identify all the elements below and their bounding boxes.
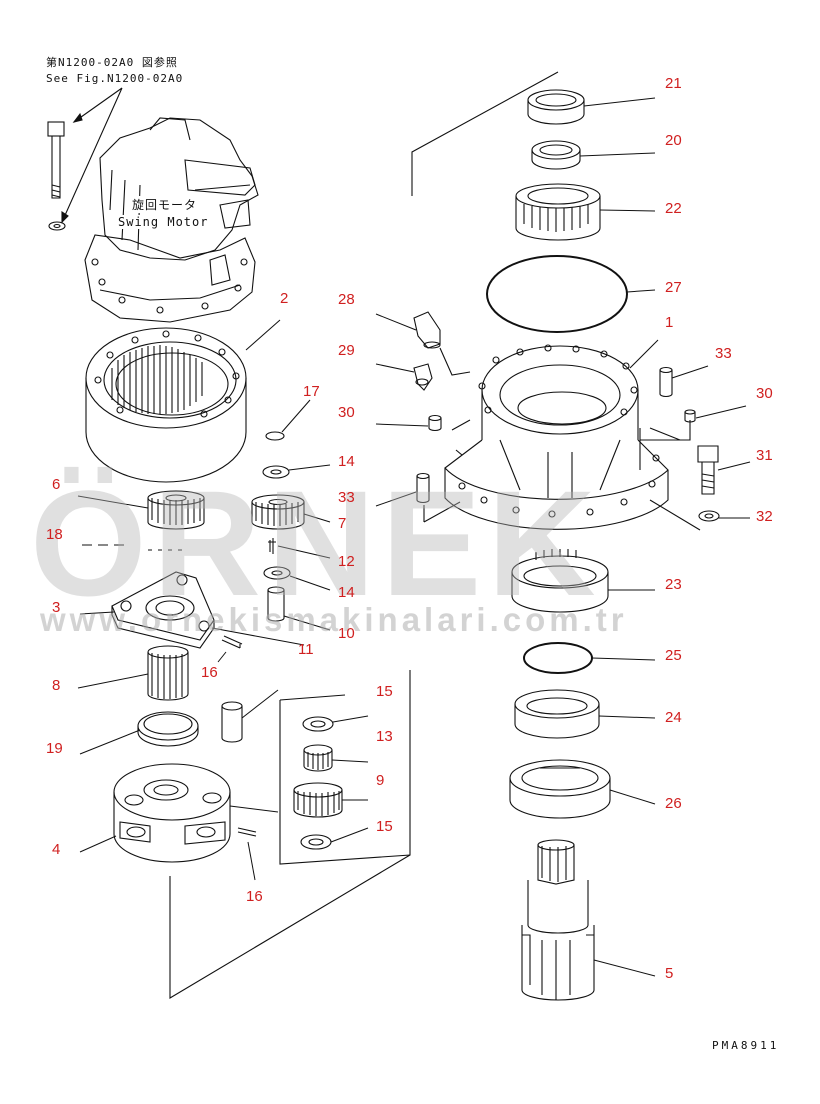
callout-4: 4 bbox=[52, 841, 61, 858]
callout-5: 5 bbox=[665, 965, 674, 982]
thrust-washer-part-14 bbox=[262, 465, 290, 479]
callout-10: 10 bbox=[338, 625, 355, 642]
callout-26: 26 bbox=[665, 795, 682, 812]
callout-18: 18 bbox=[46, 526, 63, 543]
sun-gear-part-8 bbox=[147, 645, 189, 701]
callout-21: 21 bbox=[665, 75, 682, 92]
callout-25: 25 bbox=[665, 647, 682, 664]
motor-label-en: Swing Motor bbox=[118, 215, 209, 229]
o-ring-part-25 bbox=[523, 642, 593, 674]
pin-part-16b bbox=[237, 827, 257, 837]
reference-bolt bbox=[47, 87, 123, 231]
callout-30-right: 30 bbox=[756, 385, 773, 402]
housing-part-1 bbox=[444, 344, 669, 530]
callout-8: 8 bbox=[52, 677, 61, 694]
figure-reference-en: See Fig.N1200-02A0 bbox=[46, 72, 184, 85]
callout-23: 23 bbox=[665, 576, 682, 593]
spring-pin-part-12 bbox=[268, 538, 276, 554]
bolt-part-31 bbox=[697, 445, 719, 495]
callout-27: 27 bbox=[665, 279, 682, 296]
figure-reference-jp: 第N1200-02A0 図参照 bbox=[46, 56, 178, 69]
callout-9: 9 bbox=[376, 772, 385, 789]
callout-6: 6 bbox=[52, 476, 61, 493]
pinion-shaft-part-5 bbox=[521, 839, 595, 1001]
callout-11: 11 bbox=[298, 641, 314, 658]
callout-33-left: 33 bbox=[338, 489, 355, 506]
callout-7: 7 bbox=[338, 515, 347, 532]
elbow-part-28 bbox=[413, 311, 441, 349]
callout-31: 31 bbox=[756, 447, 773, 464]
carrier-part-3 bbox=[111, 571, 215, 649]
watermark-brand: ÖRNEK bbox=[30, 459, 602, 627]
carrier-part-4 bbox=[113, 763, 231, 863]
drawing-code: PMA8911 bbox=[712, 1039, 780, 1052]
callout-3: 3 bbox=[52, 599, 61, 616]
pin-part-10 bbox=[267, 586, 285, 622]
watermark-url: www.ornekismakinalari.com.tr bbox=[40, 601, 628, 638]
ring-gear-part-26 bbox=[509, 759, 611, 819]
callout-20: 20 bbox=[665, 132, 682, 149]
collar-part-24 bbox=[514, 689, 600, 739]
callout-28: 28 bbox=[338, 291, 355, 308]
callout-16-top: 16 bbox=[201, 664, 218, 681]
leader-lines bbox=[77, 97, 751, 977]
thrust-washer-part-15b bbox=[300, 834, 332, 850]
callout-13: 13 bbox=[376, 728, 393, 745]
callout-2: 2 bbox=[280, 290, 289, 307]
callout-22: 22 bbox=[665, 200, 682, 217]
pin-part-33b bbox=[416, 472, 430, 504]
thrust-washer-part-17 bbox=[265, 431, 285, 441]
bearing-part-22 bbox=[515, 183, 601, 241]
sun-gear-part-6 bbox=[147, 490, 205, 530]
callout-30-left: 30 bbox=[338, 404, 355, 421]
plug-part-30a bbox=[428, 414, 442, 432]
planet-gear-part-9 bbox=[293, 782, 343, 818]
swing-motor-drawing bbox=[84, 117, 259, 323]
o-ring-part-27 bbox=[486, 255, 628, 333]
bearing-part-23 bbox=[511, 549, 609, 613]
oil-seal-part-21 bbox=[527, 89, 585, 125]
callout-14-top: 14 bbox=[338, 453, 355, 470]
callout-14-bottom: 14 bbox=[338, 584, 355, 601]
callout-17: 17 bbox=[303, 383, 320, 400]
fitting-part-29 bbox=[413, 363, 433, 391]
callout-24: 24 bbox=[665, 709, 682, 726]
pin-part-33a bbox=[659, 366, 673, 398]
callout-12: 12 bbox=[338, 553, 355, 570]
callout-19: 19 bbox=[46, 740, 63, 757]
callout-1: 1 bbox=[665, 314, 674, 331]
planet-gear-part-7 bbox=[251, 494, 305, 530]
pin-part-16a bbox=[221, 635, 243, 649]
callout-29: 29 bbox=[338, 342, 355, 359]
shaft-part-9-pin bbox=[221, 701, 243, 743]
callout-15-bottom: 15 bbox=[376, 818, 393, 835]
callout-16-bottom: 16 bbox=[246, 888, 263, 905]
callout-33-top: 33 bbox=[715, 345, 732, 362]
ring-gear-part-2 bbox=[85, 327, 247, 483]
thrust-ring-part-19 bbox=[137, 711, 199, 747]
motor-label-jp: 旋回モータ bbox=[132, 196, 198, 213]
washer-part-32 bbox=[698, 510, 720, 522]
callout-15-top: 15 bbox=[376, 683, 393, 700]
seal-part-20 bbox=[531, 140, 581, 170]
callout-32: 32 bbox=[756, 508, 773, 525]
thrust-washer-part-15a bbox=[302, 716, 334, 732]
thrust-washer-part-14b bbox=[263, 566, 291, 580]
needle-bearing-part-13 bbox=[303, 744, 333, 772]
